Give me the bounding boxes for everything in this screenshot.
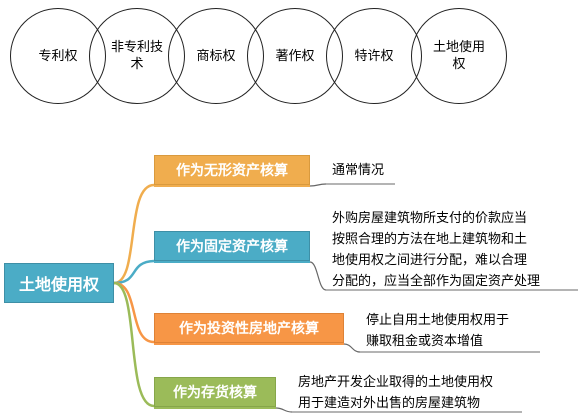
leaf-inventory-detail: 房地产开发企业取得的土地使用权 用于建造对外出售的房屋建筑物 xyxy=(298,372,493,414)
circle-label: 特许权 xyxy=(354,48,394,64)
leaf-line: 地使用权之间进行分配，难以合理 xyxy=(332,253,528,268)
branch-investment-property: 作为投资性房地产核算 xyxy=(154,313,344,343)
branch-intangible-asset: 作为无形资产核算 xyxy=(154,155,310,185)
leaf-line: 分配的，应当全部作为固定资产处理 xyxy=(332,274,541,289)
leaf-line: 外购房屋建筑物所支付的价款应当 xyxy=(332,211,528,226)
leaf-line: 房地产开发企业取得的土地使用权 xyxy=(298,375,494,390)
circle-label: 术 xyxy=(130,57,144,72)
connector-root-b3 xyxy=(113,281,155,344)
leaf-line: 赚取租金或资本增值 xyxy=(366,334,484,349)
connector-b1-leaf xyxy=(309,183,327,187)
leaf-line: 用于建造对外出售的房屋建筑物 xyxy=(298,396,481,411)
connector-b2-leaf xyxy=(309,261,327,291)
connector-b4-leaf xyxy=(275,407,293,413)
leaf-line: 按照合理的方法在地上建筑物和土 xyxy=(332,232,528,247)
leaf-intangible-detail: 通常情况 xyxy=(332,160,384,181)
mindmap-root: 土地使用权 xyxy=(4,263,114,303)
branch-fixed-asset: 作为固定资产核算 xyxy=(154,231,310,261)
circle-label: 非专利技 xyxy=(110,40,163,55)
leaf-fixed-asset-detail: 外购房屋建筑物所支付的价款应当 按照合理的方法在地上建筑物和土 地使用权之间进行… xyxy=(332,208,540,292)
leaf-investment-detail: 停止自用土地使用权用于 赚取租金或资本增值 xyxy=(366,310,509,352)
leaf-line: 通常情况 xyxy=(332,163,385,178)
circle-label: 著作权 xyxy=(275,48,315,64)
circle-non-patent-technology: 非专利技 术 xyxy=(89,8,185,104)
connector-b3-leaf xyxy=(343,343,361,353)
circle-land-use-right: 土地使用 权 xyxy=(411,8,507,104)
circle-label: 专利权 xyxy=(38,48,78,64)
branch-inventory: 作为存货核算 xyxy=(154,377,276,407)
connector-root-b2 xyxy=(113,259,155,285)
circle-label: 商标权 xyxy=(196,48,236,64)
leaf-line: 停止自用土地使用权用于 xyxy=(366,313,510,328)
connector-root-b4 xyxy=(113,281,155,408)
circle-label: 权 xyxy=(452,57,466,72)
circle-label: 土地使用 xyxy=(432,40,485,55)
connector-root-b1 xyxy=(113,183,155,285)
